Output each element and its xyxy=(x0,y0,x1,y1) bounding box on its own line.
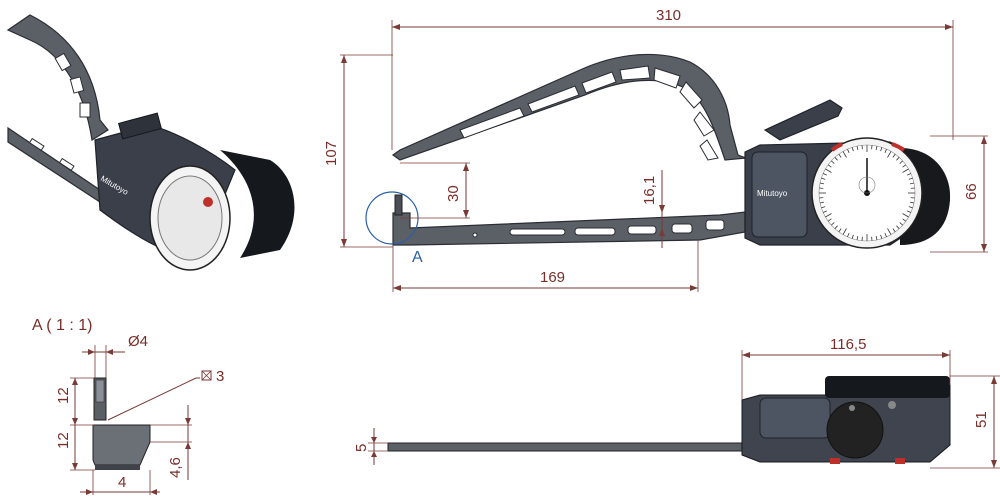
dim-66-label: 66 xyxy=(963,183,980,200)
dial-tick xyxy=(822,173,827,176)
dial-tick xyxy=(908,206,913,209)
dim-107: 107 xyxy=(323,54,393,248)
dial-tick xyxy=(899,222,903,226)
dim-116-5-label: 116,5 xyxy=(830,336,866,353)
dial-tick xyxy=(827,218,832,222)
dial-tick xyxy=(892,228,896,233)
dial-tick xyxy=(909,201,915,204)
detail-dim-4-6: 4,6 xyxy=(167,457,184,478)
dial-tick xyxy=(909,182,915,185)
dial-tick xyxy=(838,228,842,233)
dial-tick xyxy=(907,210,912,213)
dial-tick xyxy=(856,235,859,241)
dial-tick xyxy=(834,157,838,161)
detail-dim-12b: 12 xyxy=(55,432,72,449)
dim-169-label: 169 xyxy=(540,269,565,286)
side-view xyxy=(387,376,951,464)
dim-310: 310 xyxy=(391,7,954,150)
dial-tick xyxy=(899,160,903,164)
dial-tick xyxy=(831,222,835,226)
dial-tick xyxy=(821,206,826,209)
dial-tick xyxy=(847,233,850,238)
dim-51-label: 51 xyxy=(973,411,990,428)
detail-title: A ( 1 : 1) xyxy=(32,317,92,334)
detail-a-view: A ( 1 : 1) 12 12 4,6 Ø4 4 xyxy=(32,317,224,495)
dial-tick xyxy=(907,173,912,176)
detail-dim-square-3: 3 xyxy=(216,368,224,385)
dial-tick xyxy=(825,213,832,218)
dial-tick xyxy=(847,148,850,153)
dim-5: 5 xyxy=(353,428,388,465)
dim-30: 30 xyxy=(400,162,470,219)
detail-dim-diameter-4: Ø4 xyxy=(128,333,148,350)
lower-arm-slots xyxy=(472,219,725,238)
dial-tick xyxy=(908,177,913,180)
dial-tick xyxy=(842,228,847,235)
front-view: Mitutoyo xyxy=(391,53,951,249)
dial-tick xyxy=(884,233,887,238)
dial-tick xyxy=(884,148,887,153)
perspective-view: Mitutoyo xyxy=(6,14,295,271)
dim-5-label: 5 xyxy=(353,444,370,452)
dim-107-label: 107 xyxy=(323,141,340,166)
dial-tick xyxy=(842,151,847,158)
dial-tick xyxy=(902,168,909,173)
detail-dim-12a: 12 xyxy=(55,387,72,404)
dim-16-1: 16,1 xyxy=(641,170,665,248)
dial-tick xyxy=(902,213,909,218)
dial-tick xyxy=(875,235,878,241)
dial-tick xyxy=(819,201,825,204)
dial-tick xyxy=(851,234,854,239)
dial-tick xyxy=(887,151,892,158)
upper-arm-slots xyxy=(459,65,719,161)
dial-tick xyxy=(822,210,827,213)
dim-310-label: 310 xyxy=(656,7,681,24)
dim-66: 66 xyxy=(930,135,988,253)
dial-tick xyxy=(896,157,900,161)
dim-169: 169 xyxy=(392,240,699,292)
dial-tick xyxy=(834,225,838,229)
dial-tick xyxy=(892,153,896,158)
dial-tick xyxy=(880,234,883,239)
dial-tick xyxy=(902,164,907,168)
detail-dim-4: 4 xyxy=(118,474,126,491)
dial-tick xyxy=(856,145,859,151)
dial-tick xyxy=(819,182,825,185)
dial-tick xyxy=(831,160,835,164)
dial-tick xyxy=(887,228,892,235)
dial-tick xyxy=(896,225,900,229)
detail-marker-label: A xyxy=(412,249,423,266)
dim-30-label: 30 xyxy=(445,185,462,202)
dial-gauge xyxy=(811,137,923,249)
dial-tick xyxy=(902,218,907,222)
brand-label: Mitutoyo xyxy=(757,189,788,198)
dial-tick xyxy=(827,164,832,168)
dial-tick xyxy=(838,153,842,158)
dim-51: 51 xyxy=(930,375,1000,469)
dial-tick xyxy=(875,145,878,151)
dial-tick xyxy=(851,147,854,152)
dial-tick xyxy=(821,177,826,180)
dim-16-1-label: 16,1 xyxy=(641,176,658,205)
dim-116-5: 116,5 xyxy=(741,336,951,400)
dial-tick xyxy=(880,147,883,152)
dial-tick xyxy=(825,168,832,173)
